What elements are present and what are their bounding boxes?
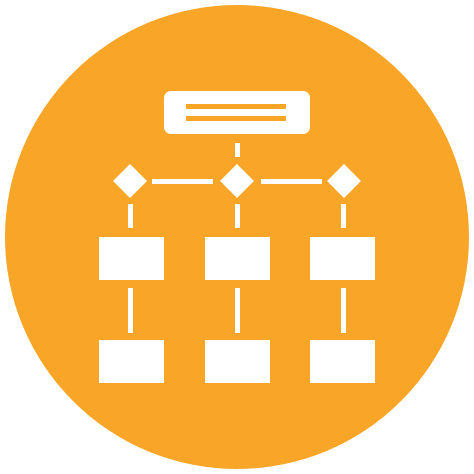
header-box xyxy=(164,91,310,134)
process-box-row2-left xyxy=(99,340,164,383)
process-box-row1-left xyxy=(99,237,164,280)
connector-center-down-2 xyxy=(235,288,240,333)
decision-diamond-right xyxy=(327,164,361,198)
connector-left-horizontal xyxy=(152,179,213,184)
connector-header-down xyxy=(235,143,240,157)
process-row-2 xyxy=(99,340,375,383)
header-box-line-2 xyxy=(186,116,286,121)
decision-diamond-left xyxy=(113,164,147,198)
process-box-row2-center xyxy=(205,340,270,383)
header-box-line-1 xyxy=(186,104,286,109)
connector-right-down-2 xyxy=(341,288,346,333)
connector-center-down-1 xyxy=(235,204,240,228)
process-box-row2-right xyxy=(310,340,375,383)
connector-right-horizontal xyxy=(261,179,322,184)
connector-right-down-1 xyxy=(341,204,346,228)
connector-left-down-1 xyxy=(128,204,133,228)
connectors xyxy=(128,143,346,333)
decision-diamond-center xyxy=(220,164,254,198)
process-box-row1-center xyxy=(205,237,270,280)
connector-left-down-2 xyxy=(128,288,133,333)
header-box-group xyxy=(164,91,310,134)
decision-nodes xyxy=(113,164,361,198)
process-box-row1-right xyxy=(310,237,375,280)
process-row-1 xyxy=(99,237,375,280)
